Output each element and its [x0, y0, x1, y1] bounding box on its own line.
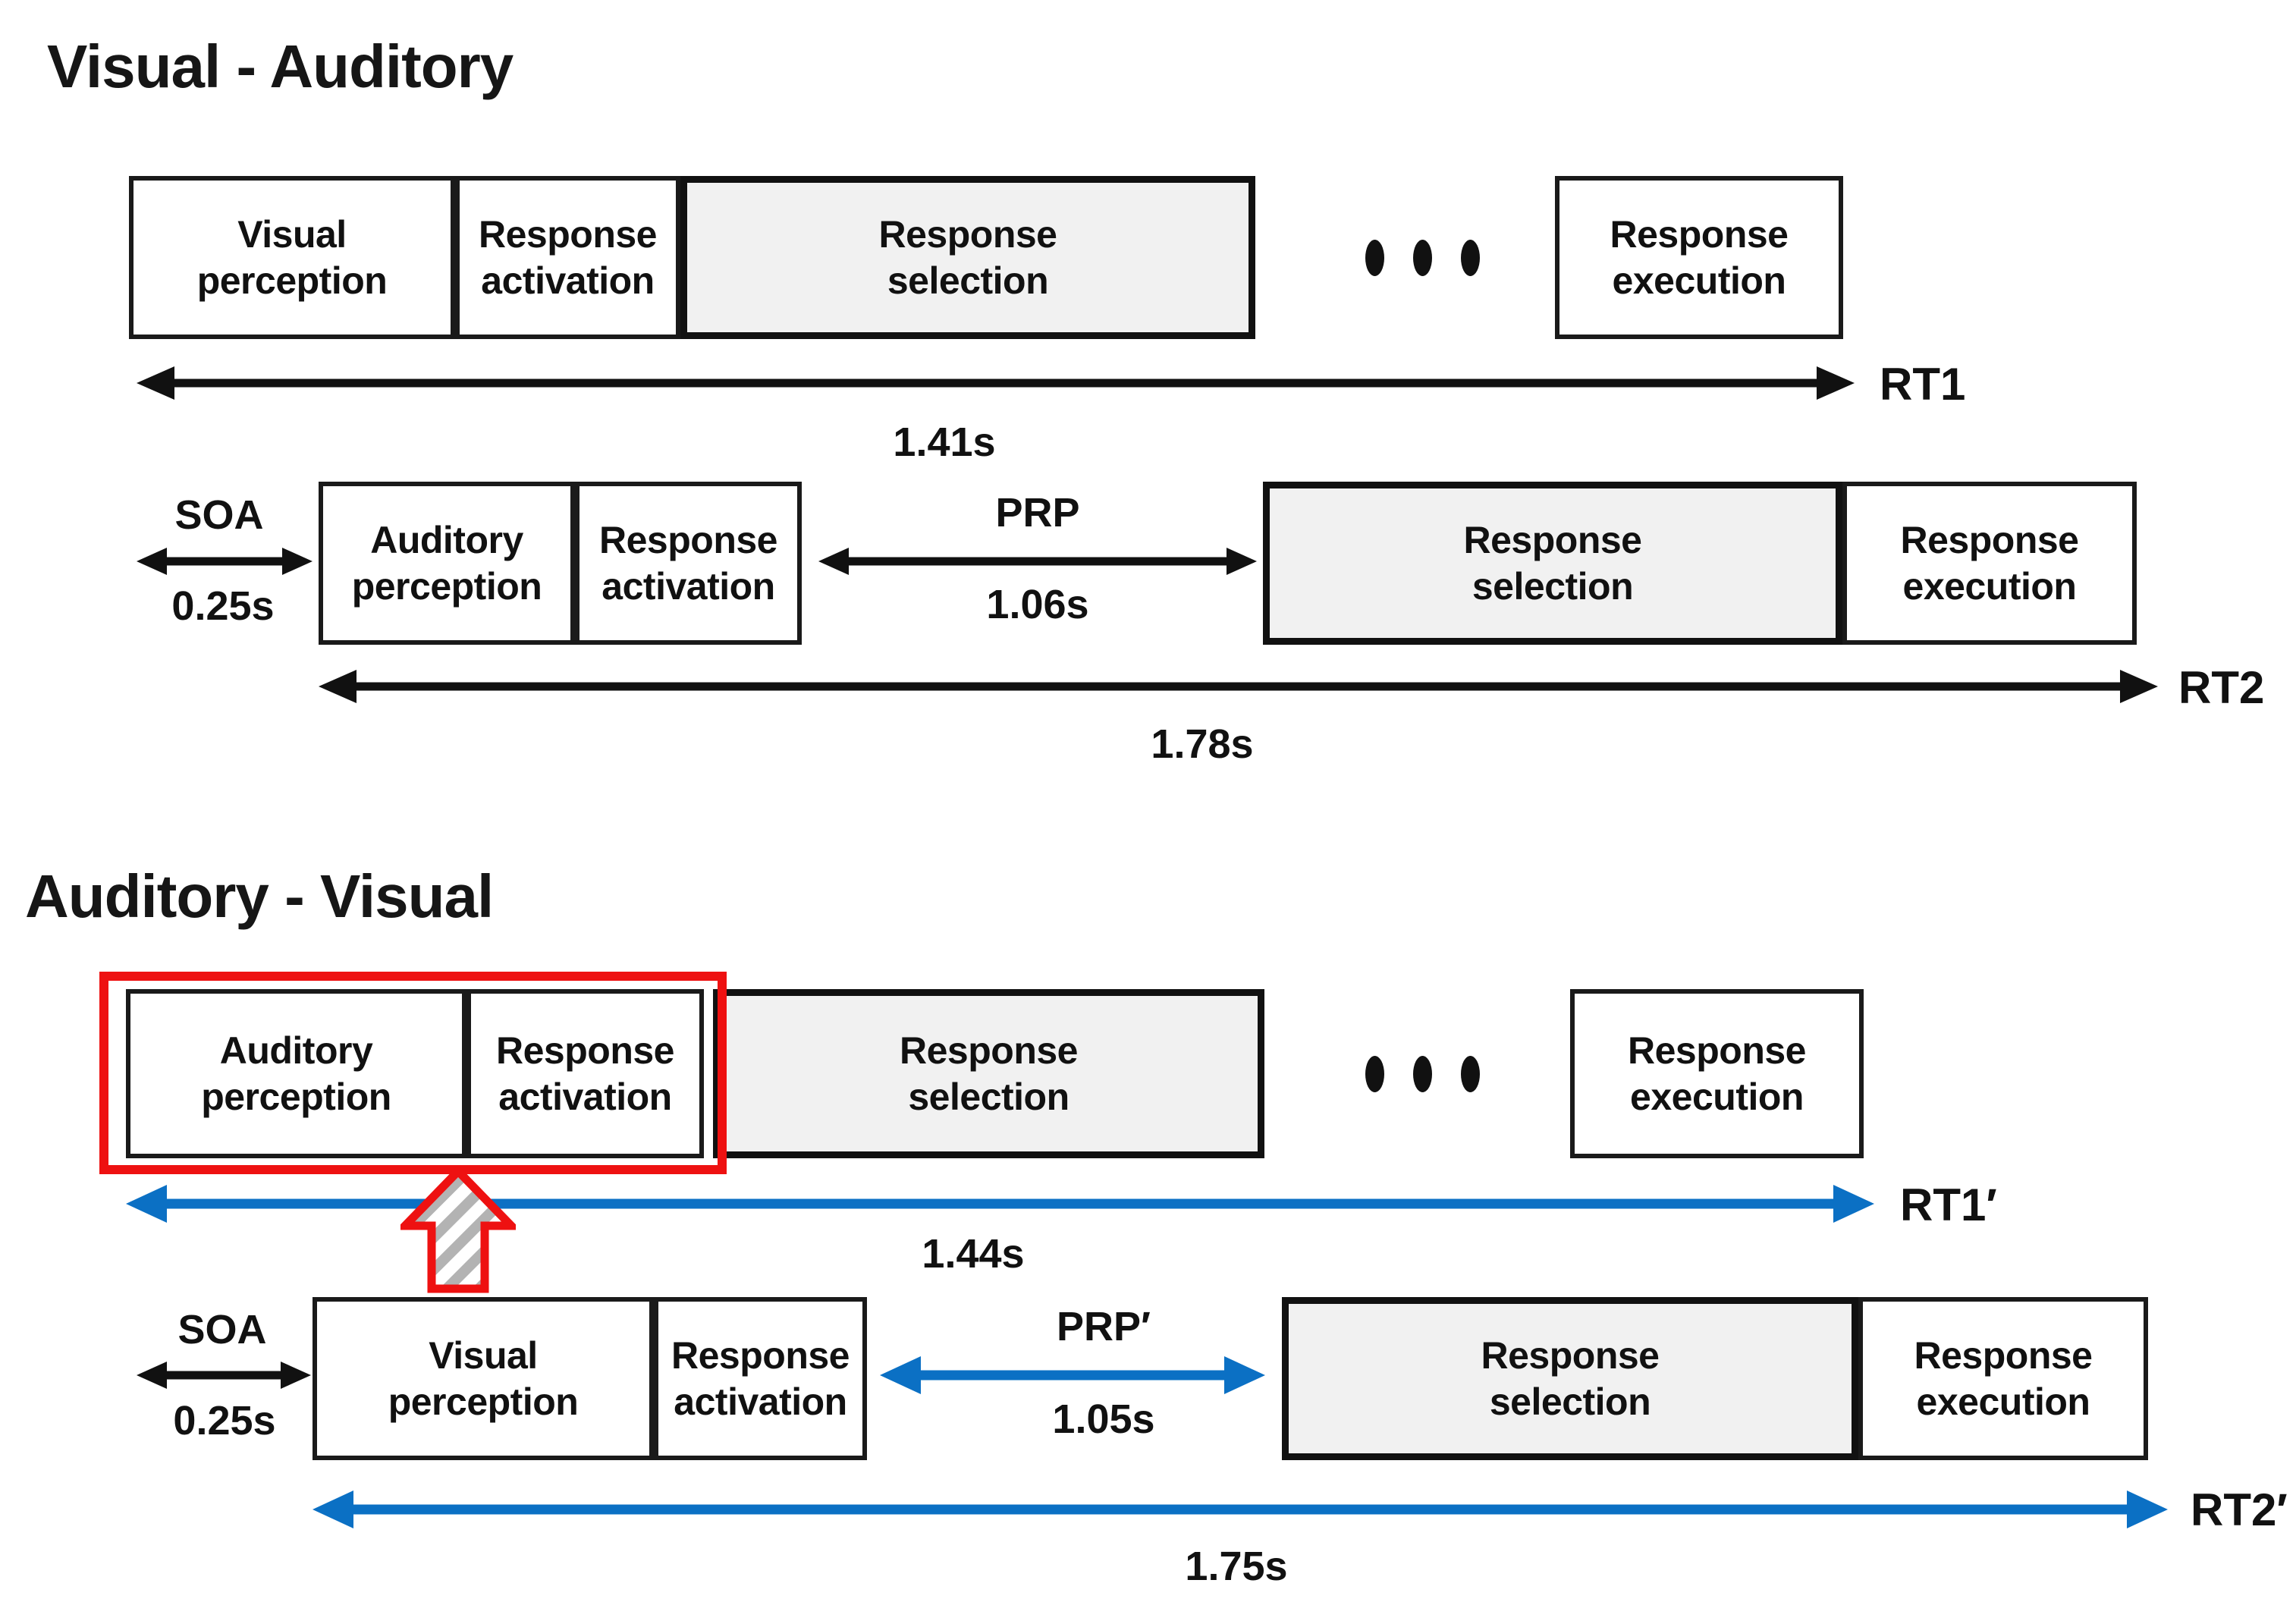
box-label: Response selection — [900, 1029, 1078, 1118]
s1-task2-response-execution-box: Response execution — [1842, 482, 2137, 645]
s1-prp-arrow — [818, 542, 1257, 581]
s2-task1-response-activation-box: Response activation — [466, 989, 704, 1158]
s1-task1-visual-perception-box: Visual perception — [129, 176, 455, 339]
s2-task2-response-activation-box: Response activation — [654, 1297, 867, 1460]
s1-task1-response-selection-box: Response selection — [680, 176, 1255, 339]
s1-soa-arrow — [137, 542, 313, 581]
box-label: Visual perception — [196, 212, 388, 302]
hatched-up-arrow-icon — [400, 1167, 516, 1293]
rt1-arrow — [137, 363, 1855, 403]
arrowhead-right-icon — [1227, 548, 1257, 575]
s1-soa-time: 0.25s — [171, 583, 275, 629]
s2-task1-auditory-perception-box: Auditory perception — [126, 989, 466, 1158]
s1-task1-response-execution-box: Response execution — [1555, 176, 1843, 339]
arrowhead-right-icon — [1833, 1185, 1874, 1223]
highlight-rectangle — [99, 972, 727, 1174]
rt1-label: RT1 — [1880, 359, 1966, 410]
s2-soa-time: 0.25s — [173, 1398, 276, 1443]
s2-soa-arrow — [137, 1355, 311, 1395]
box-label: Auditory perception — [201, 1029, 391, 1118]
rt2-arrow — [319, 667, 2158, 706]
s1-soa-label: SOA — [174, 492, 264, 538]
s1-task1-response-activation-box: Response activation — [455, 176, 680, 339]
section1-title: Visual - Auditory — [47, 33, 514, 100]
rt2-prime-label: RT2′ — [2191, 1484, 2288, 1535]
box-label: Response execution — [1900, 518, 2079, 608]
arrowhead-right-icon — [2120, 670, 2158, 703]
s1-task2-response-selection-box: Response selection — [1263, 482, 1842, 645]
arrowhead-right-icon — [1817, 366, 1855, 400]
box-label: Response selection — [1463, 518, 1642, 608]
s2-task1-response-selection-box: Response selection — [713, 989, 1264, 1158]
box-label: Response execution — [1914, 1333, 2093, 1423]
box-label: Response activation — [496, 1029, 674, 1118]
section2-title: Auditory - Visual — [25, 862, 494, 930]
box-label: Visual perception — [388, 1333, 579, 1423]
rt2-time: 1.78s — [1151, 721, 1254, 767]
s2-task2-response-selection-box: Response selection — [1282, 1297, 1858, 1460]
rt1-time: 1.41s — [893, 419, 996, 465]
arrowhead-right-icon — [1224, 1356, 1265, 1394]
s2-prp-label: PRP′ — [1057, 1304, 1151, 1349]
rt2-prime-time: 1.75s — [1185, 1544, 1288, 1589]
arrowhead-right-icon — [2127, 1490, 2168, 1528]
s2-prp-time: 1.05s — [1052, 1396, 1155, 1442]
s2-task1-response-execution-box: Response execution — [1570, 989, 1864, 1158]
s2-soa-label: SOA — [177, 1307, 267, 1352]
box-label: Response activation — [671, 1333, 850, 1423]
arrowhead-right-icon — [281, 1362, 311, 1389]
s2-prp-arrow — [880, 1355, 1265, 1395]
box-label: Response activation — [479, 212, 657, 302]
rt2-label: RT2 — [2178, 662, 2265, 713]
rt1-prime-time: 1.44s — [922, 1231, 1025, 1277]
s1-task2-auditory-perception-box: Auditory perception — [319, 482, 575, 645]
s1-prp-time: 1.06s — [986, 582, 1089, 627]
rt2-prime-arrow — [313, 1490, 2168, 1529]
box-label: Auditory perception — [351, 518, 542, 608]
box-label: Response execution — [1610, 212, 1789, 302]
box-label: Response selection — [1481, 1333, 1660, 1423]
rt1-prime-label: RT1′ — [1900, 1180, 1997, 1230]
s2-task2-response-execution-box: Response execution — [1858, 1297, 2148, 1460]
ellipsis-icon — [1365, 1056, 1480, 1092]
ellipsis-icon — [1365, 240, 1480, 276]
s2-task2-visual-perception-box: Visual perception — [313, 1297, 654, 1460]
rt1-prime-arrow — [126, 1184, 1874, 1223]
box-label: Response selection — [878, 212, 1057, 302]
s1-prp-label: PRP — [995, 490, 1080, 536]
arrowhead-right-icon — [282, 548, 313, 575]
box-label: Response activation — [599, 518, 777, 608]
s1-task2-response-activation-box: Response activation — [575, 482, 802, 645]
box-label: Response execution — [1628, 1029, 1806, 1118]
